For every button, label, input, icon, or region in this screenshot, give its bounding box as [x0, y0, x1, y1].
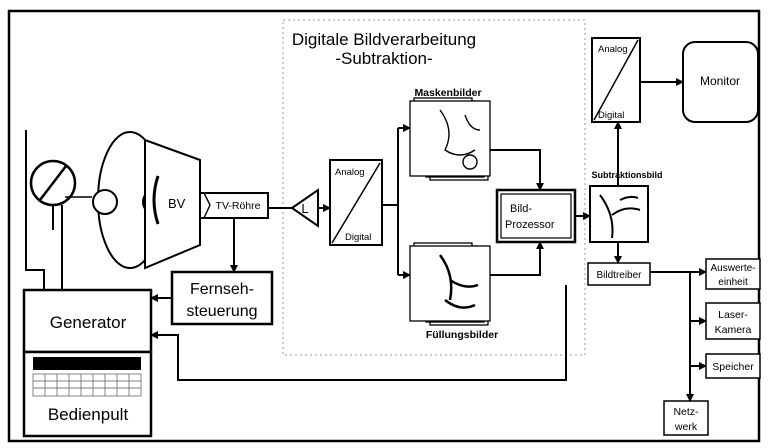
netzwerk-box: Netz- werk — [663, 400, 709, 436]
bedienpult-box: Bedienpult — [22, 350, 153, 438]
bildprozessor-line2: Prozessor — [505, 219, 555, 231]
subtraktionsbild: Subtraktionsbild — [589, 170, 663, 243]
laser-kamera-box: Laser- Kamera — [705, 302, 761, 340]
fuellungsbilder-stack: Füllungsbilder — [409, 242, 498, 341]
speicher-box: Speicher — [705, 353, 761, 379]
title-line1: Digitale Bildverarbeitung — [292, 30, 476, 49]
bildtreiber-box: Bildtreiber — [587, 262, 651, 286]
fuellungsbilder-label: Füllungsbilder — [426, 329, 498, 341]
outer-frame — [7, 9, 761, 443]
processing-area — [282, 19, 586, 356]
generator-box: Generator — [22, 288, 153, 354]
dac-analog-label: Analog — [598, 44, 628, 55]
laser-line1: Laser- — [718, 309, 748, 321]
netzwerk-line2: werk — [674, 421, 698, 433]
l-amplifier: L — [290, 188, 319, 228]
bildtreiber-label: Bildtreiber — [596, 270, 642, 281]
bedienpult-keyboard — [32, 373, 142, 397]
maskenbilder-label: Maskenbilder — [414, 87, 481, 99]
bedienpult-label: Bedienpult — [48, 405, 129, 424]
maskenbilder-stack: Maskenbilder — [409, 87, 491, 181]
auswerteeinheit-box: Auswerte- einheit — [705, 258, 761, 290]
adc-digital-label: Digital — [345, 232, 371, 243]
bedienpult-display — [33, 357, 141, 370]
netzwerk-line1: Netz- — [673, 406, 699, 418]
dac-box: Analog Digital — [591, 37, 641, 123]
title-line2: -Subtraktion- — [335, 49, 432, 68]
dac-digital-label: Digital — [598, 110, 624, 121]
speicher-label: Speicher — [712, 361, 754, 373]
generator-label: Generator — [50, 313, 127, 332]
auswerte-line1: Auswerte- — [710, 263, 755, 274]
fernsehsteuerung-box: Fernseh- steuerung — [170, 270, 274, 326]
subtraktionsbild-label: Subtraktionsbild — [591, 170, 662, 180]
l-label: L — [301, 201, 308, 216]
laser-line2: Kamera — [715, 324, 752, 336]
tv-roehre-box: TV-Röhre — [199, 192, 269, 219]
monitor-box: Monitor — [682, 41, 759, 123]
bv-label: BV — [168, 196, 186, 211]
adc-analog-label: Analog — [335, 167, 365, 178]
monitor-label: Monitor — [700, 74, 740, 88]
fernseh-line1: Fernseh- — [190, 281, 254, 298]
tv-roehre-label: TV-Röhre — [216, 200, 261, 212]
bv-unit: BV — [144, 138, 201, 270]
xray-tube-icon — [25, 130, 77, 290]
fernseh-line2: steuerung — [186, 303, 257, 320]
connections — [61, 78, 707, 402]
auswerte-line2: einheit — [718, 277, 748, 288]
bildprozessor-line1: Bild- — [510, 203, 532, 215]
bildprozessor-box: Bild- Prozessor — [495, 188, 577, 244]
adc-box: Analog Digital — [329, 159, 383, 246]
